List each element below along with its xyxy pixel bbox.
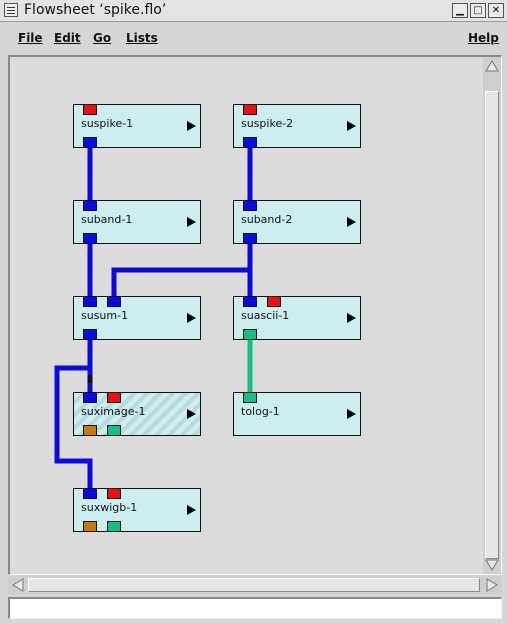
module-suascii-1[interactable]: suascii-1 — [233, 296, 361, 340]
output-port[interactable] — [243, 137, 257, 148]
module-label: suxwigb-1 — [81, 501, 138, 514]
text-output-port[interactable] — [243, 329, 257, 340]
menu-help[interactable]: Help — [468, 31, 499, 45]
module-suximage-1[interactable]: suximage-1 — [73, 392, 201, 436]
output-port[interactable] — [83, 137, 97, 148]
play-arrow-icon[interactable] — [187, 505, 196, 515]
module-suband-1[interactable]: suband-1 — [73, 200, 201, 244]
menu-file[interactable]: File — [18, 31, 43, 45]
control-port[interactable] — [267, 296, 281, 307]
close-button[interactable]: ✕ — [488, 3, 504, 18]
module-label: suximage-1 — [81, 405, 146, 418]
input-port-2[interactable] — [107, 296, 121, 307]
wire-suband2-susum1[interactable] — [111, 267, 250, 301]
close-icon: ✕ — [491, 5, 501, 16]
wire-susum1-suxwigb1[interactable] — [54, 365, 93, 493]
window-menu-icon[interactable] — [4, 3, 18, 17]
maximize-icon: □ — [473, 5, 483, 16]
menu-bar: File Edit Go Lists Help — [0, 22, 507, 54]
play-arrow-icon[interactable] — [347, 217, 356, 227]
minimize-button[interactable]: ▁ — [452, 3, 468, 18]
scroll-down-icon[interactable] — [485, 558, 499, 572]
control-port[interactable] — [83, 104, 97, 115]
input-port[interactable] — [83, 488, 97, 499]
vertical-scroll-thumb[interactable] — [485, 91, 499, 559]
play-arrow-icon[interactable] — [347, 313, 356, 323]
title-bar[interactable]: Flowsheet ‘spike.flo’ ▁ □ ✕ — [0, 0, 507, 22]
output-port[interactable] — [243, 233, 257, 244]
module-suband-2[interactable]: suband-2 — [233, 200, 361, 244]
module-label: susum-1 — [81, 309, 129, 322]
text-output-port[interactable] — [107, 521, 121, 532]
menu-edit[interactable]: Edit — [54, 31, 81, 45]
input-port[interactable] — [83, 200, 97, 211]
menu-lists[interactable]: Lists — [126, 31, 158, 45]
module-suxwigb-1[interactable]: suxwigb-1 — [73, 488, 201, 532]
output-port[interactable] — [83, 233, 97, 244]
flowsheet-canvas-frame: suspike-1 suspike-2 suband-1 — [8, 55, 502, 575]
module-susum-1[interactable]: susum-1 — [73, 296, 201, 340]
output-port[interactable] — [83, 329, 97, 340]
input-port[interactable] — [83, 392, 97, 403]
module-suspike-2[interactable]: suspike-2 — [233, 104, 361, 148]
module-label: suband-2 — [241, 213, 293, 226]
horizontal-scrollbar[interactable] — [8, 576, 502, 594]
control-port[interactable] — [107, 488, 121, 499]
input-port[interactable] — [243, 296, 257, 307]
minimize-icon: ▁ — [456, 5, 464, 16]
scroll-up-icon[interactable] — [485, 59, 499, 73]
scroll-left-icon[interactable] — [11, 578, 25, 592]
control-port[interactable] — [107, 392, 121, 403]
control-port[interactable] — [243, 104, 257, 115]
module-label: suspike-2 — [241, 117, 294, 130]
play-arrow-icon[interactable] — [347, 121, 356, 131]
module-tolog-1[interactable]: tolog-1 — [233, 392, 361, 436]
text-input-port[interactable] — [243, 392, 257, 403]
maximize-button[interactable]: □ — [470, 3, 486, 18]
module-label: suband-1 — [81, 213, 133, 226]
connection-wires — [54, 142, 253, 493]
play-arrow-icon[interactable] — [187, 409, 196, 419]
module-label: suascii-1 — [241, 309, 290, 322]
text-output-port[interactable] — [107, 425, 121, 436]
input-port[interactable] — [83, 296, 97, 307]
module-label: suspike-1 — [81, 117, 134, 130]
module-suspike-1[interactable]: suspike-1 — [73, 104, 201, 148]
flowsheet-canvas[interactable]: suspike-1 suspike-2 suband-1 — [10, 57, 483, 574]
menu-go[interactable]: Go — [93, 31, 112, 45]
vertical-scrollbar[interactable] — [483, 57, 501, 574]
image-output-port[interactable] — [83, 521, 97, 532]
status-field — [8, 597, 502, 619]
play-arrow-icon[interactable] — [347, 409, 356, 419]
scroll-right-icon[interactable] — [485, 578, 499, 592]
input-port[interactable] — [243, 200, 257, 211]
module-label: tolog-1 — [241, 405, 280, 418]
image-output-port[interactable] — [83, 425, 97, 436]
window-title: Flowsheet ‘spike.flo’ — [24, 2, 167, 18]
play-arrow-icon[interactable] — [187, 217, 196, 227]
play-arrow-icon[interactable] — [187, 121, 196, 131]
play-arrow-icon[interactable] — [187, 313, 196, 323]
horizontal-scroll-thumb[interactable] — [28, 578, 480, 592]
